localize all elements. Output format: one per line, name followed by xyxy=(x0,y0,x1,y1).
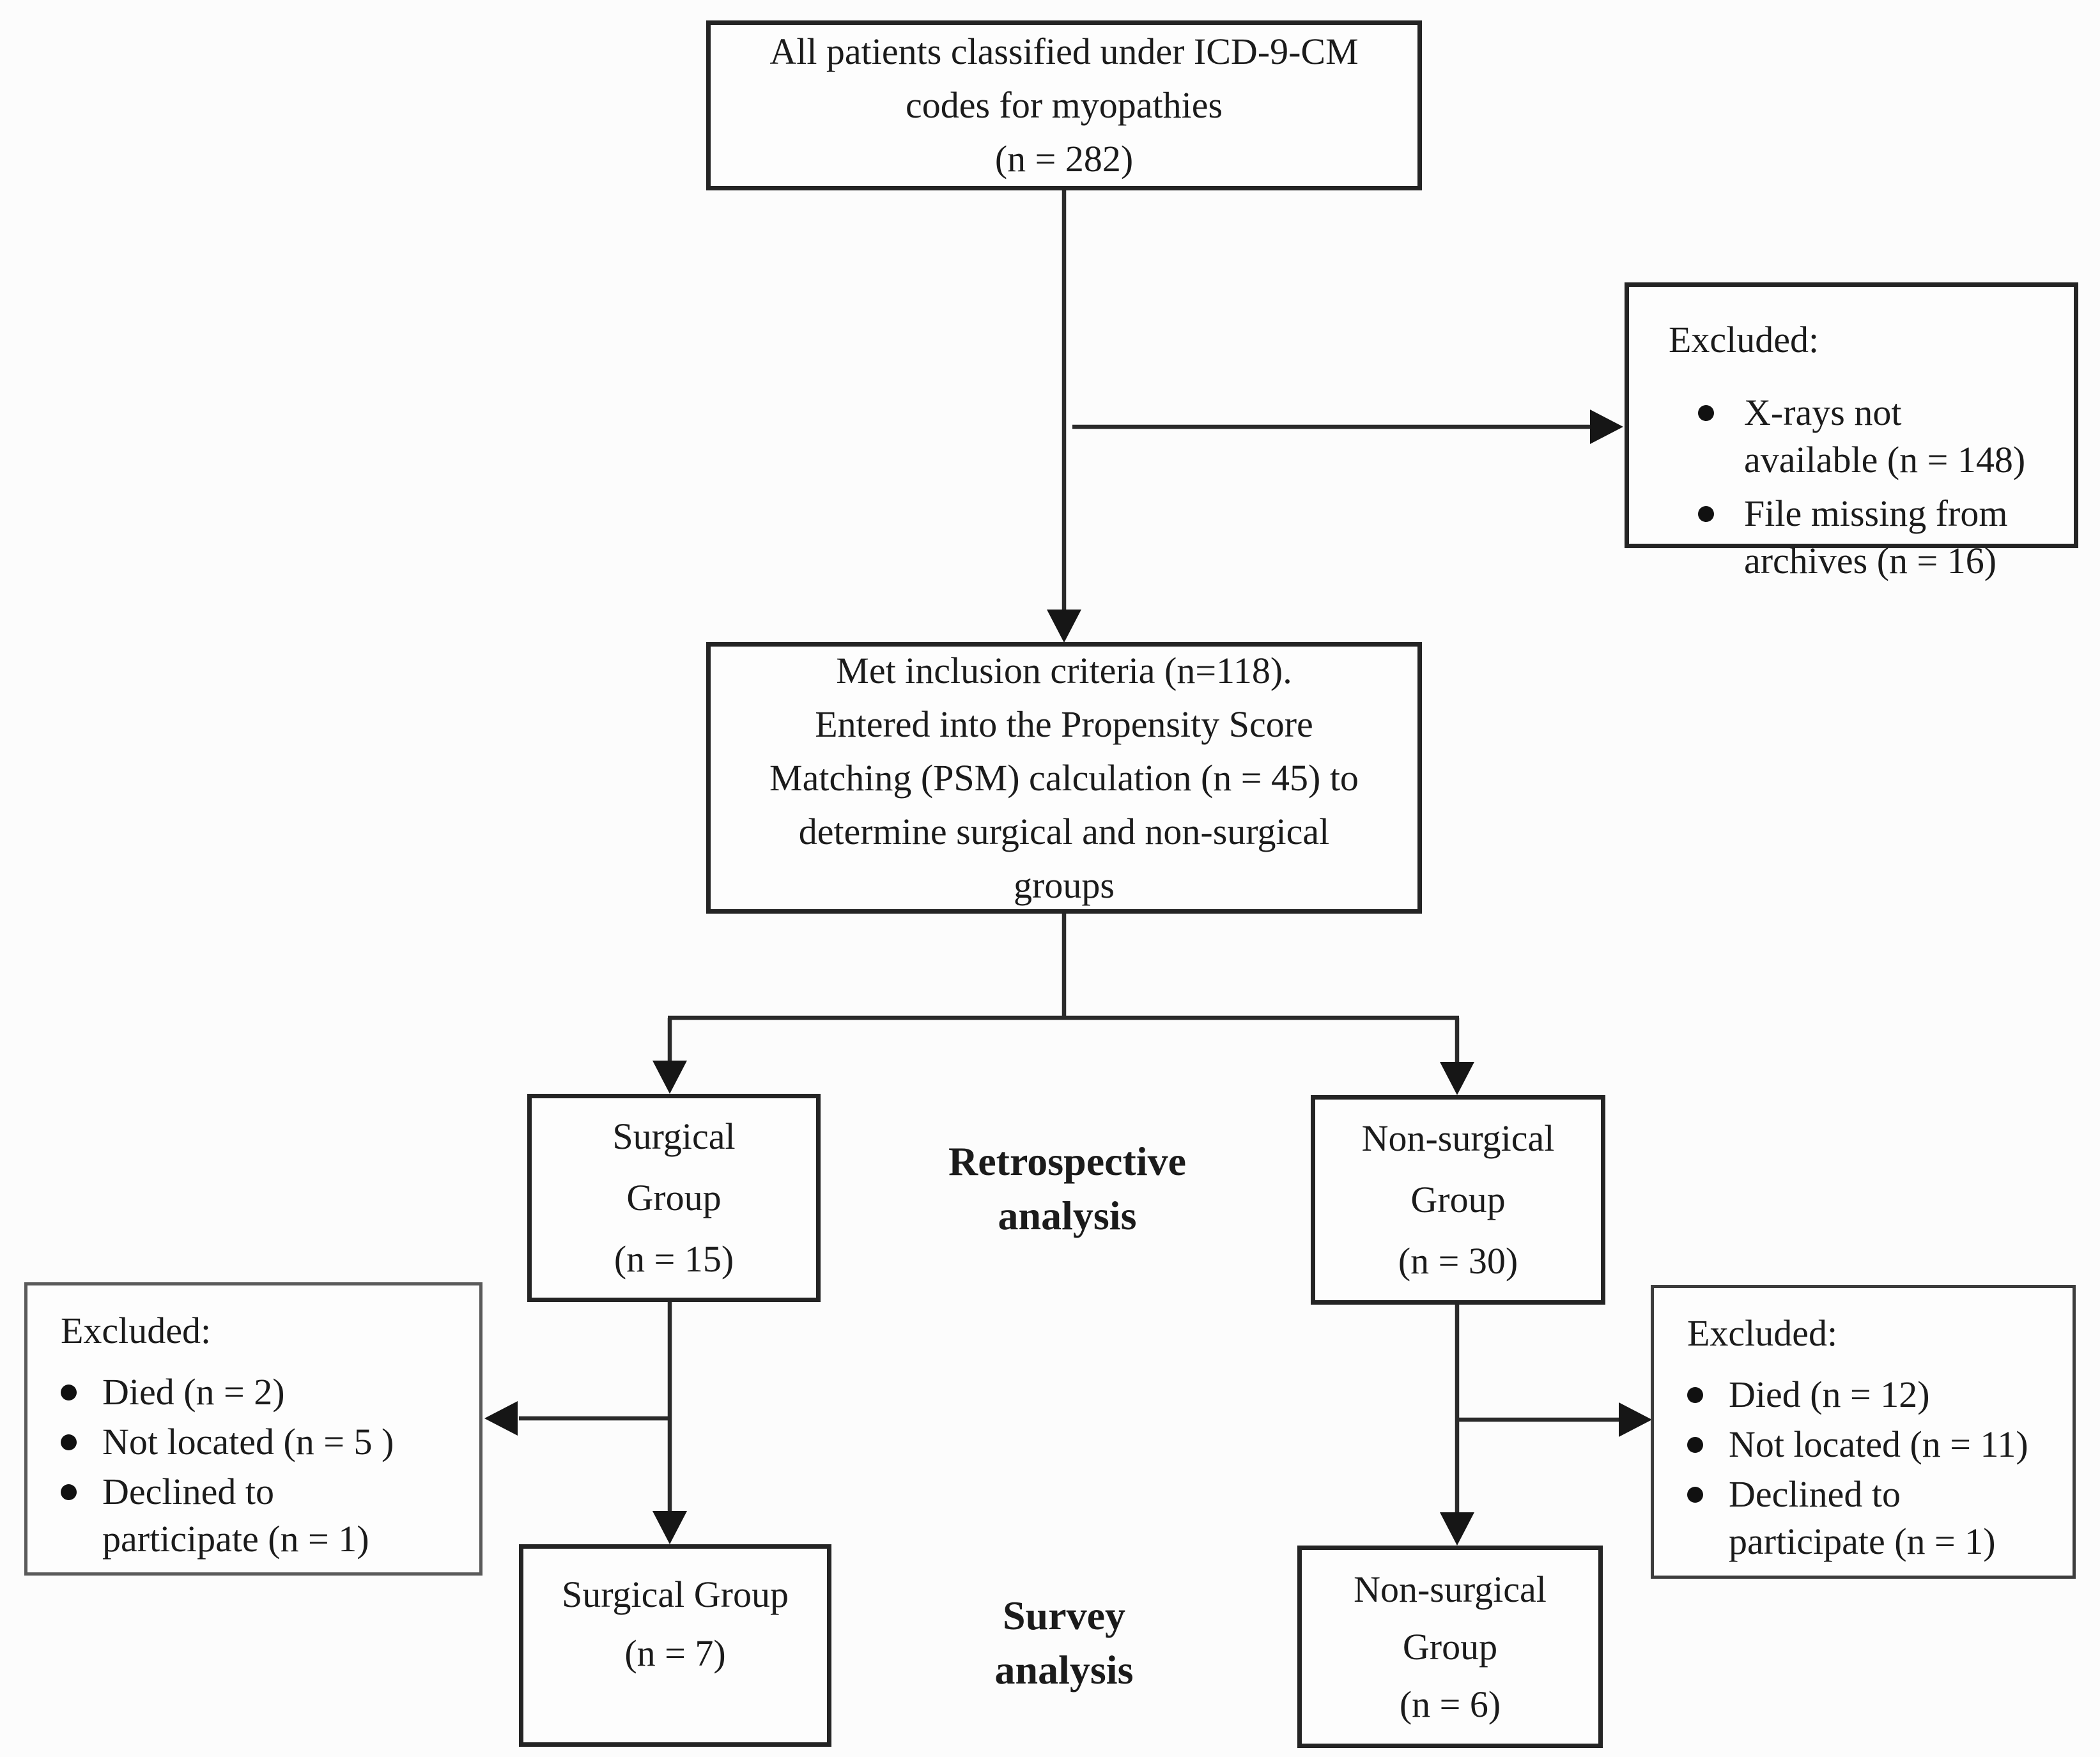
box-nonsurgical-survey: Non-surgical Group (n = 6) xyxy=(1297,1546,1603,1748)
box-all-patients: All patients classified under ICD-9-CM c… xyxy=(706,20,1422,190)
arrowhead-inclusion xyxy=(1047,610,1081,643)
arrowhead-surgical-retrospective xyxy=(652,1061,687,1094)
arrowhead-nonsurgical-survey xyxy=(1440,1512,1474,1546)
box-surgical-survey: Surgical Group (n = 7) xyxy=(519,1544,831,1747)
excluded-surgical-item-declined: Declined to participate (n = 1) xyxy=(27,1468,468,1563)
excluded-nonsurgical-heading: Excluded: xyxy=(1687,1312,1838,1354)
arrowhead-excluded-surgical xyxy=(484,1401,518,1436)
box-surgical-retrospective: Surgical Group (n = 15) xyxy=(527,1094,821,1302)
box-nonsurgical-retrospective: Non-surgical Group (n = 30) xyxy=(1311,1095,1605,1305)
excluded-top-list: X-rays not available (n = 148) File miss… xyxy=(1629,389,2062,585)
label-survey-analysis: Survey analysis xyxy=(994,1593,1134,1692)
excluded-surgical-item-not-located: Not located (n = 5 ) xyxy=(27,1418,468,1466)
excluded-nonsurgical-item-declined: Declined to participate (n = 1) xyxy=(1654,1471,2061,1565)
arrowhead-nonsurgical-retrospective xyxy=(1440,1062,1474,1095)
excluded-nonsurgical-item-not-located: Not located (n = 11) xyxy=(1654,1421,2061,1468)
arrowhead-excluded-nonsurgical xyxy=(1619,1402,1652,1437)
excluded-surgical-list: Died (n = 2) Not located (n = 5 ) Declin… xyxy=(27,1369,468,1563)
excluded-nonsurgical-item-died: Died (n = 12) xyxy=(1654,1371,2061,1418)
box-excluded-top: Excluded: X-rays not available (n = 148)… xyxy=(1625,282,2078,581)
arrowhead-surgical-survey xyxy=(652,1511,687,1544)
excluded-surgical-heading: Excluded: xyxy=(61,1310,212,1351)
excluded-top-item-file-missing: File missing from archives (n = 16) xyxy=(1629,490,2062,585)
box-excluded-nonsurgical: Excluded: Died (n = 12) Not located (n =… xyxy=(1651,1285,2076,1579)
excluded-top-item-xrays: X-rays not available (n = 148) xyxy=(1629,389,2062,484)
arrowhead-excluded-top xyxy=(1590,410,1623,444)
excluded-top-heading: Excluded: xyxy=(1669,319,1819,360)
box-inclusion-psm: Met inclusion criteria (n=118). Entered … xyxy=(706,642,1422,914)
excluded-nonsurgical-list: Died (n = 12) Not located (n = 11) Decli… xyxy=(1654,1371,2061,1565)
label-retrospective-analysis: Retrospective analysis xyxy=(948,1139,1186,1238)
box-excluded-surgical: Excluded: Died (n = 2) Not located (n = … xyxy=(24,1282,483,1576)
excluded-surgical-item-died: Died (n = 2) xyxy=(27,1369,468,1416)
